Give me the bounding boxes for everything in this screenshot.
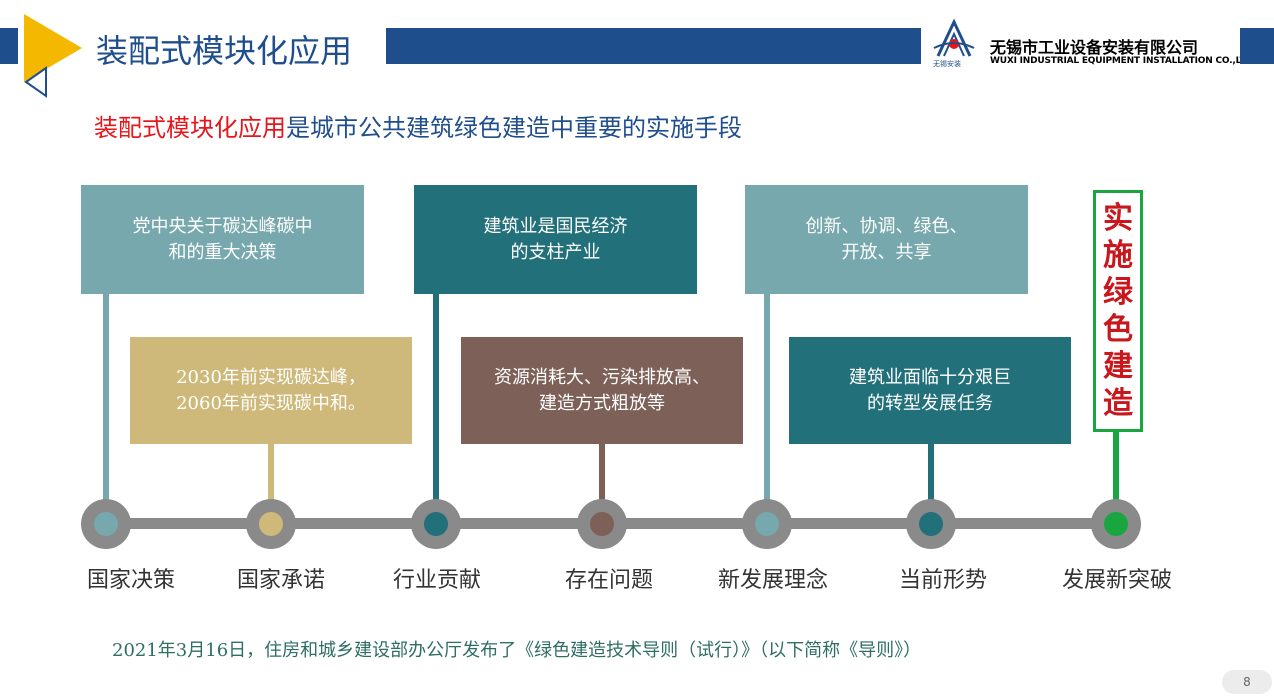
timeline-node (742, 499, 792, 549)
box-text-line: 建造方式粗放等 (539, 392, 665, 414)
timeline-label: 国家决策 (86, 568, 175, 593)
timeline-stem (928, 444, 934, 500)
timeline-stem (433, 294, 439, 500)
timeline-stem (103, 294, 109, 500)
timeline-stem (1113, 432, 1119, 500)
timeline-node (1091, 499, 1141, 549)
box-existing-problems: 资源消耗大、污染排放高、建造方式粗放等 (461, 337, 743, 444)
box-text-line: 的支柱产业 (510, 241, 601, 263)
company-logo-icon (933, 18, 975, 57)
header-right-bar (386, 28, 921, 64)
box-text-line: 创新、协调、绿色、 (805, 215, 968, 237)
top-box-national-decision: 党中央关于碳达峰碳中和的重大决策 (81, 185, 364, 294)
logo-caption: 无锡安装 (933, 60, 961, 68)
box-text-line: 2060年前实现碳中和。 (176, 392, 366, 414)
box-text-line: 建筑业是国民经济 (483, 215, 628, 237)
subtitle: 装配式模块化应用是城市公共建筑绿色建造中重要的实施手段 (94, 108, 742, 143)
company-name-en: WUXI INDUSTRIAL EQUIPMENT INSTALLATION C… (990, 56, 1257, 66)
timeline-label: 发展新突破 (1061, 568, 1172, 593)
timeline-label: 新发展理念 (717, 568, 828, 593)
final-char: 施 (1103, 238, 1133, 273)
top-box-industry-contribution: 建筑业是国民经济的支柱产业 (414, 185, 697, 294)
box-text-line: 开放、共享 (841, 241, 932, 263)
final-box-green-construction: 实 施 绿 色 建 造 (1093, 190, 1143, 432)
page-title: 装配式模块化应用 (96, 32, 353, 70)
box-text-line: 的转型发展任务 (867, 392, 993, 414)
header-far-right-bar (1240, 28, 1274, 64)
timeline-label: 当前形势 (898, 568, 987, 593)
box-text-line: 资源消耗大、污染排放高、 (494, 366, 710, 388)
header-left-bar (0, 28, 18, 64)
subtitle-rest: 是城市公共建筑绿色建造中重要的实施手段 (286, 114, 742, 142)
timeline-label: 存在问题 (564, 568, 653, 593)
final-char: 建 (1103, 349, 1133, 384)
box-text-line: 党中央关于碳达峰碳中 (132, 215, 313, 237)
final-char: 绿 (1103, 275, 1133, 310)
timeline-stem (599, 444, 605, 500)
timeline-node (906, 499, 956, 549)
timeline-label: 行业贡献 (392, 568, 481, 593)
timeline-node (411, 499, 461, 549)
timeline-node (81, 499, 131, 549)
play-triangle-icon (24, 14, 82, 98)
timeline-node (246, 499, 296, 549)
box-text-line: 和的重大决策 (168, 241, 277, 263)
final-char: 色 (1103, 312, 1133, 347)
box-national-commitment: 2030年前实现碳达峰， 2060年前实现碳中和。 (130, 337, 412, 444)
footer-note: 2021年3月16日，住房和城乡建设部办公厅发布了《绿色建造技术导则（试行）》（… (112, 640, 922, 661)
box-text-line: 建筑业面临十分艰巨 (849, 366, 1011, 388)
top-box-new-concept: 创新、协调、绿色、开放、共享 (745, 185, 1028, 294)
timeline-label: 国家承诺 (236, 568, 325, 593)
timeline-stem (764, 294, 770, 500)
box-current-situation: 建筑业面临十分艰巨的转型发展任务 (789, 337, 1071, 444)
box-text-line: 2030年前实现碳达峰， (176, 366, 366, 388)
timeline-stem (268, 444, 274, 500)
company-name-cn: 无锡市工业设备安装有限公司 (990, 38, 1199, 57)
final-char: 造 (1103, 386, 1133, 421)
final-char: 实 (1103, 201, 1133, 236)
page-number: 8 (1222, 670, 1272, 694)
timeline-node (577, 499, 627, 549)
subtitle-highlight: 装配式模块化应用 (94, 114, 286, 142)
